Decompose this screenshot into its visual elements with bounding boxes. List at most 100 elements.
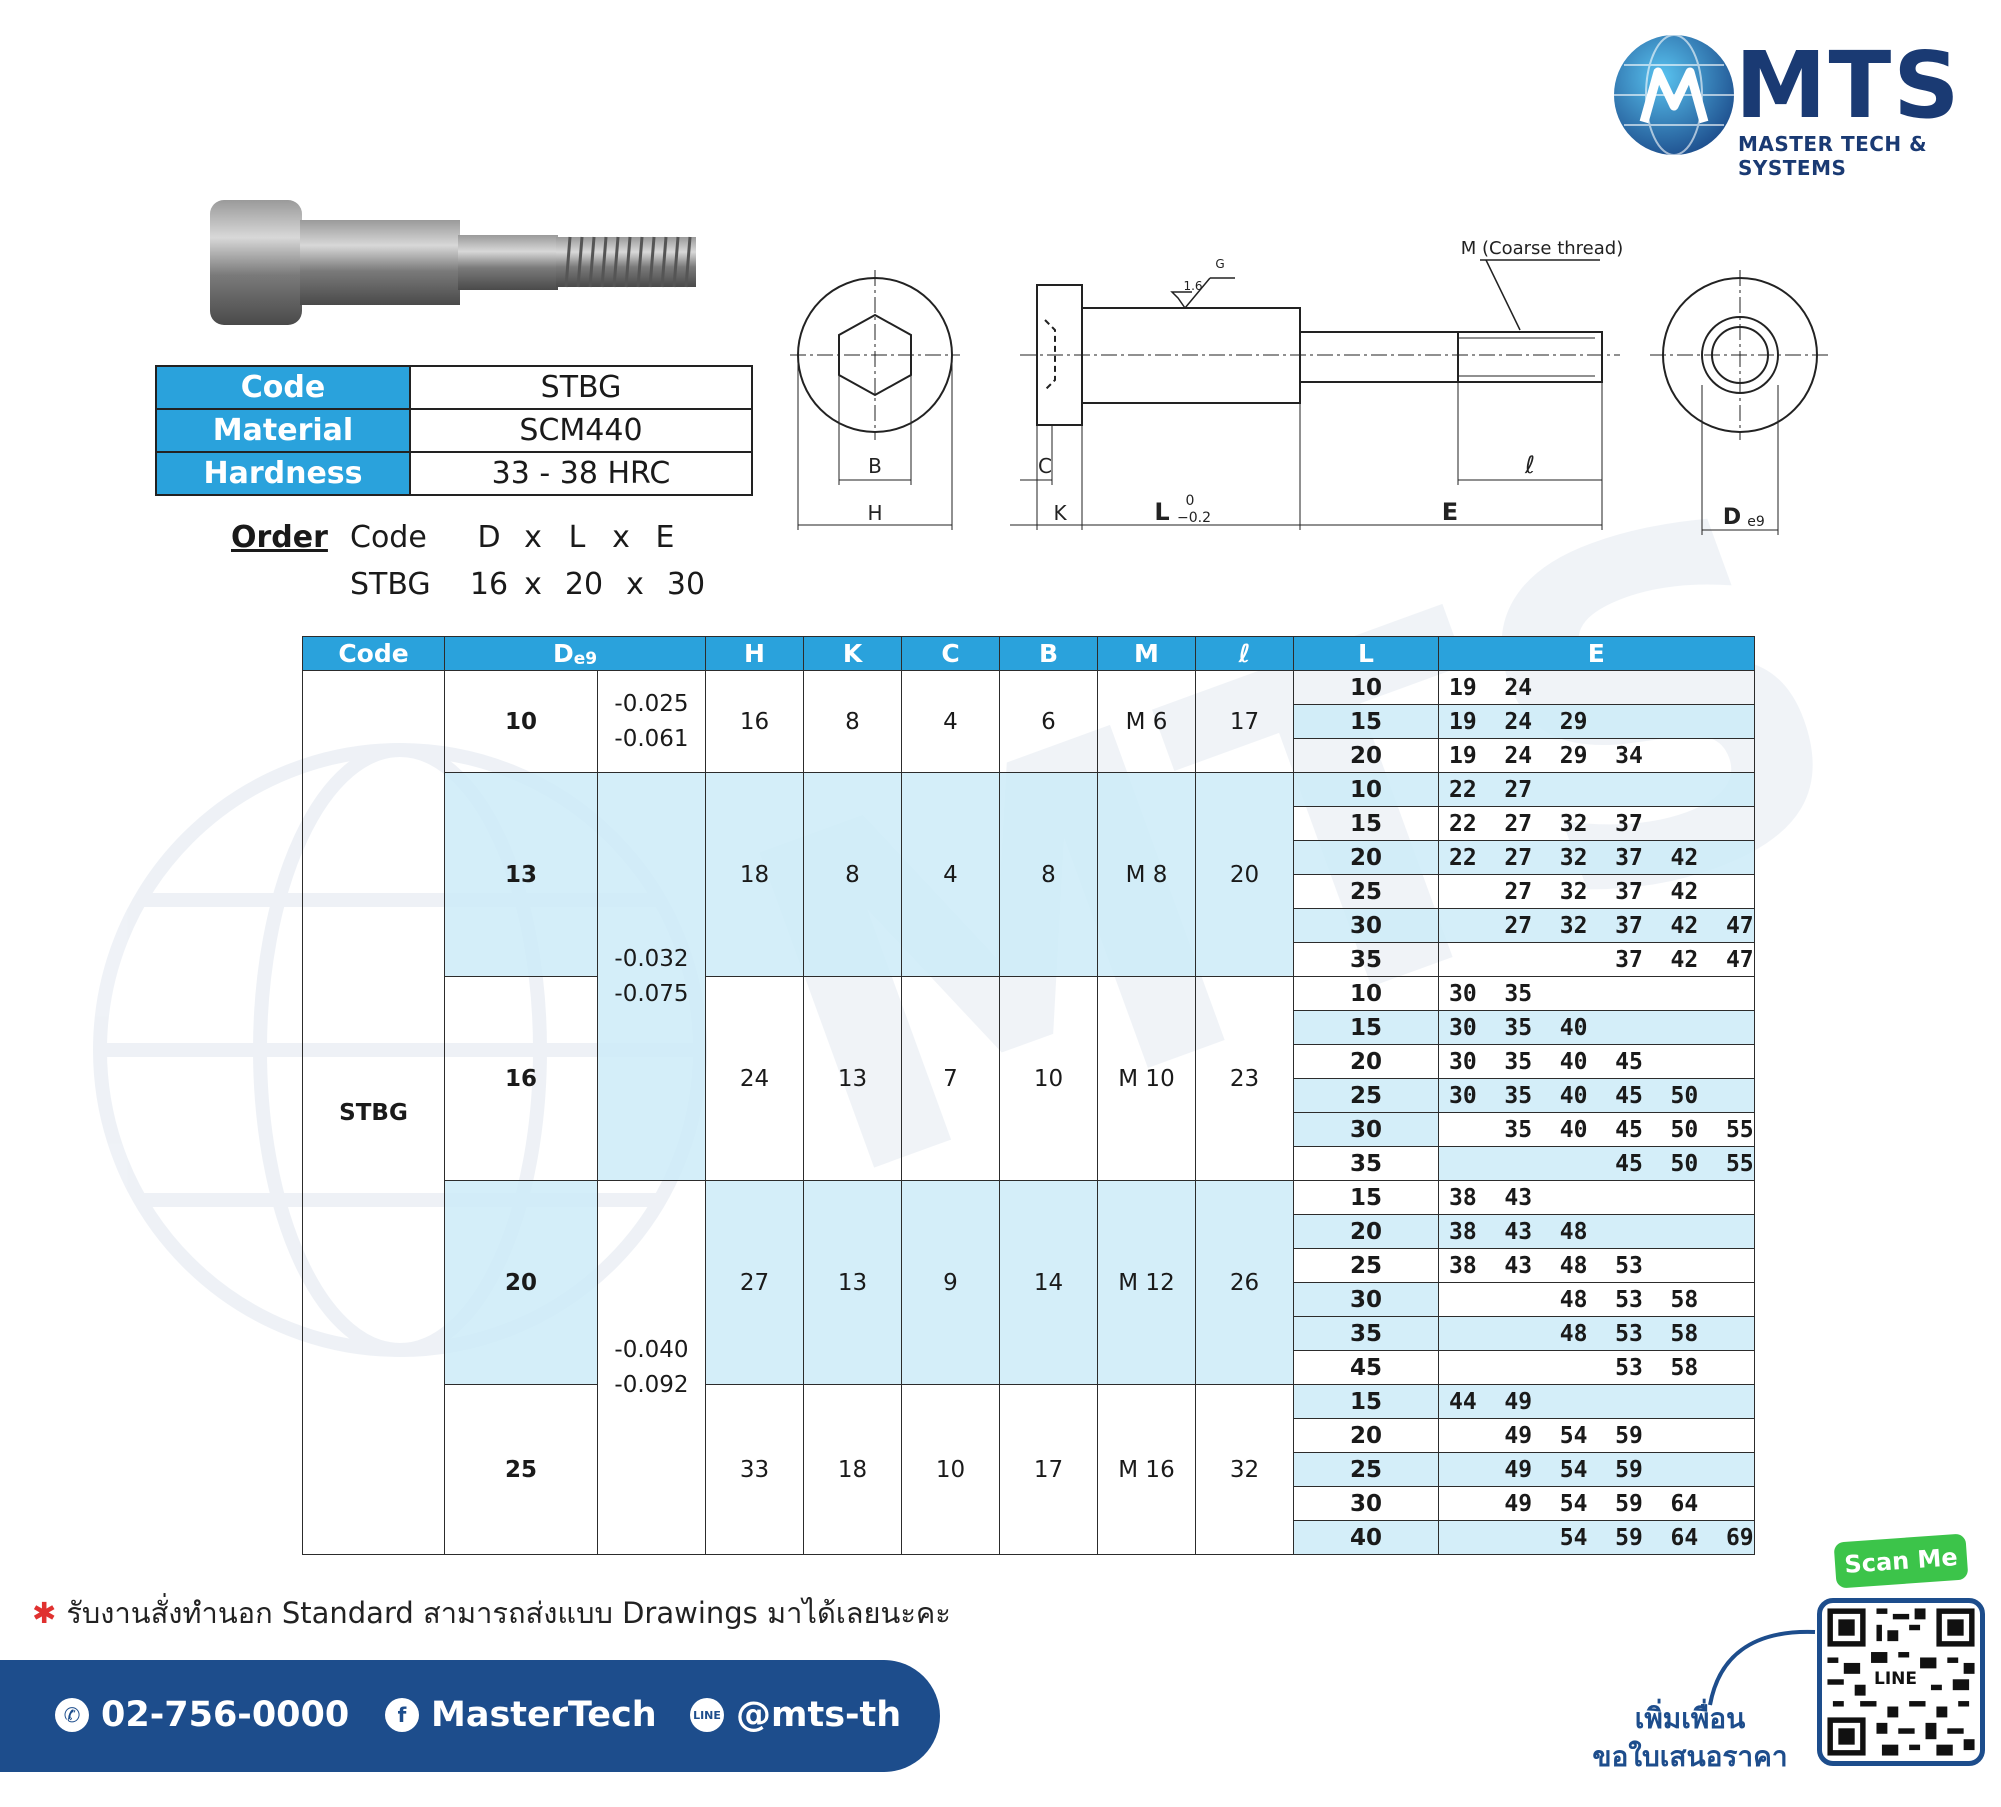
order-example-x1: x: [524, 567, 542, 602]
e-cell: 48 53 58: [1438, 1316, 1755, 1351]
c-cell: 7: [901, 976, 1000, 1181]
b-cell: 10: [999, 976, 1098, 1181]
header-b: B: [999, 636, 1098, 671]
l-cell: 35: [1293, 942, 1439, 977]
d-cell: 10: [444, 670, 598, 773]
e-cell: 27 32 37 42: [1438, 874, 1755, 909]
e-cell: 30 35: [1438, 976, 1755, 1011]
e-cell: 54 59 64 69: [1438, 1520, 1755, 1555]
l-cell: 10: [1293, 670, 1439, 705]
phone-number: 02-756-0000: [101, 1695, 350, 1735]
h-cell: 24: [705, 976, 804, 1181]
m-cell: M 10: [1097, 976, 1196, 1181]
line-contact[interactable]: LINE@mts-th: [690, 1690, 901, 1740]
l-cell: 15: [1293, 1384, 1439, 1419]
order-format: Order Code D x L x E STBG 16 x 20 x 30: [231, 514, 716, 608]
h-cell: 18: [705, 772, 804, 977]
spec-value-material: SCM440: [409, 408, 753, 453]
order-example-x2: x: [626, 567, 644, 602]
tol-cell: -0.040-0.092: [597, 1180, 706, 1555]
b-cell: 6: [999, 670, 1098, 773]
l-cell: 25: [1293, 1452, 1439, 1487]
l-cell: 40: [1293, 1520, 1439, 1555]
spec-key-code: Code: [155, 365, 411, 410]
l-cell: 15: [1293, 806, 1439, 841]
qr-pattern: [1827, 1608, 1975, 1756]
l-cell: 35: [1293, 1316, 1439, 1351]
l-cell: 15: [1293, 1180, 1439, 1215]
roughness-label: 1.6: [1183, 279, 1202, 293]
header-code: Code: [302, 636, 445, 671]
order-field-x1: x: [524, 520, 542, 555]
dim-e: E: [1442, 498, 1458, 526]
l-cell: 15: [1293, 1010, 1439, 1045]
line-qr-code[interactable]: LINE: [1817, 1598, 1985, 1766]
line-icon: LINE: [690, 1698, 724, 1732]
tol-cell: -0.032-0.075: [597, 772, 706, 1181]
e-cell: 22 27: [1438, 772, 1755, 807]
dim-l-lower: −0.2: [1177, 510, 1211, 526]
c-cell: 10: [901, 1384, 1000, 1555]
arrow-icon: [1708, 1629, 1816, 1706]
b-cell: 17: [999, 1384, 1098, 1555]
code-cell: STBG: [302, 670, 445, 1555]
e-cell: 19 24 29: [1438, 704, 1755, 739]
thread-label: M (Coarse thread): [1461, 238, 1623, 259]
h-cell: 27: [705, 1180, 804, 1385]
ell-cell: 20: [1195, 772, 1294, 977]
qr-line-label: LINE: [1874, 1669, 1917, 1689]
order-field-x2: x: [612, 520, 630, 555]
l-cell: 20: [1293, 840, 1439, 875]
custom-order-note: ✱ รับงานสั่งทำนอก Standard สามารถส่งแบบ D…: [32, 1590, 951, 1636]
note-text: รับงานสั่งทำนอก Standard สามารถส่งแบบ Dr…: [66, 1596, 951, 1630]
e-cell: 38 43: [1438, 1180, 1755, 1215]
spec-key-hardness: Hardness: [155, 451, 411, 496]
e-cell: 27 32 37 42 47: [1438, 908, 1755, 943]
header-k: K: [803, 636, 902, 671]
header-ell: ℓ: [1195, 636, 1294, 671]
l-cell: 25: [1293, 874, 1439, 909]
e-cell: 19 24: [1438, 670, 1755, 705]
order-example-d: 16: [469, 567, 509, 602]
c-cell: 4: [901, 772, 1000, 977]
asterisk-icon: ✱: [32, 1596, 57, 1630]
dimension-table: Code De9 H K C B M ℓ L E STBG 10 -0.025-…: [302, 636, 1755, 1555]
header-m: M: [1097, 636, 1196, 671]
header-h: H: [705, 636, 804, 671]
header-c: C: [901, 636, 1000, 671]
c-cell: 4: [901, 670, 1000, 773]
e-cell: 30 35 40: [1438, 1010, 1755, 1045]
dim-c: C: [1038, 454, 1052, 478]
dim-d: D: [1723, 505, 1741, 530]
l-cell: 30: [1293, 1112, 1439, 1147]
l-cell: 15: [1293, 704, 1439, 739]
l-cell: 45: [1293, 1350, 1439, 1385]
add-friend-text: เพิ่มเพื่อน ขอใบเสนอราคา: [1575, 1700, 1805, 1776]
e-cell: 45 50 55: [1438, 1146, 1755, 1181]
d-cell: 16: [444, 976, 598, 1181]
k-cell: 8: [803, 670, 902, 773]
add-friend-line2: ขอใบเสนอราคา: [1592, 1740, 1788, 1773]
e-cell: 37 42 47: [1438, 942, 1755, 977]
order-label: Order: [231, 520, 328, 555]
phone-contact[interactable]: ✆02-756-0000: [55, 1690, 349, 1740]
ell-cell: 23: [1195, 976, 1294, 1181]
spec-value-hardness: 33 - 38 HRC: [409, 451, 753, 496]
m-cell: M 8: [1097, 772, 1196, 977]
bolt-photo: [210, 200, 696, 325]
dim-l: L: [1154, 498, 1169, 526]
tol-cell: -0.025-0.061: [597, 670, 706, 773]
order-field-e: E: [655, 520, 675, 555]
h-cell: 33: [705, 1384, 804, 1555]
e-cell: 30 35 40 45 50: [1438, 1078, 1755, 1113]
l-cell: 20: [1293, 1418, 1439, 1453]
e-cell: 49 54 59: [1438, 1418, 1755, 1453]
tol-upper: -0.040: [614, 1336, 689, 1363]
g-label: G: [1215, 257, 1224, 271]
l-cell: 25: [1293, 1248, 1439, 1283]
k-cell: 13: [803, 976, 902, 1181]
header-e: E: [1438, 636, 1755, 671]
l-cell: 10: [1293, 976, 1439, 1011]
dim-b: B: [868, 454, 882, 478]
